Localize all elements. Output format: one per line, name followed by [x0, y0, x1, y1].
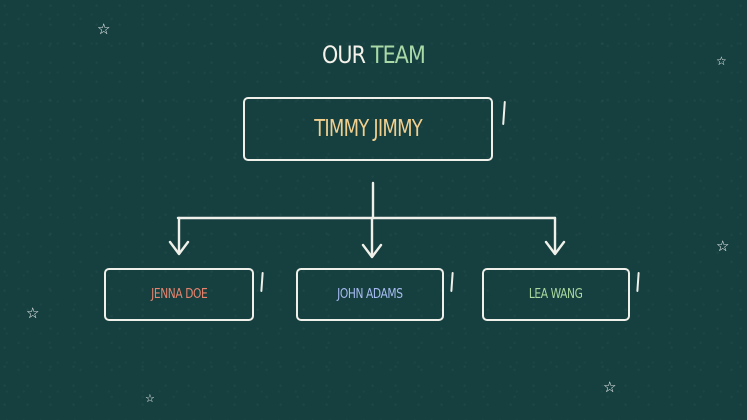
star-outline-icon: ☆ [26, 304, 40, 322]
star-outline-icon: ☆ [716, 54, 727, 68]
arrowhead-middle [361, 243, 383, 259]
org-node-root-label: TIMMY JIMMY [314, 116, 423, 142]
org-node-child-3: LEA WANG [482, 268, 630, 321]
arrowhead-left [168, 240, 190, 256]
title-word-team: TEAM [370, 41, 426, 69]
page-title: OUR TEAM [52, 41, 694, 69]
org-node-child-3-label: LEA WANG [529, 287, 583, 302]
star-outline-icon: ☆ [603, 378, 617, 396]
star-outline-icon: ☆ [716, 237, 730, 255]
org-node-root: TIMMY JIMMY [243, 97, 493, 161]
star-outline-icon: ☆ [145, 392, 155, 405]
title-word-our: OUR [322, 41, 366, 69]
arrowhead-right [544, 240, 566, 256]
org-node-child-2-label: JOHN ADAMS [337, 287, 403, 302]
org-node-child-2: JOHN ADAMS [296, 268, 444, 321]
org-node-child-1-label: JENNA DOE [150, 287, 208, 302]
star-outline-icon: ☆ [97, 20, 111, 38]
org-node-child-1: JENNA DOE [104, 268, 254, 321]
